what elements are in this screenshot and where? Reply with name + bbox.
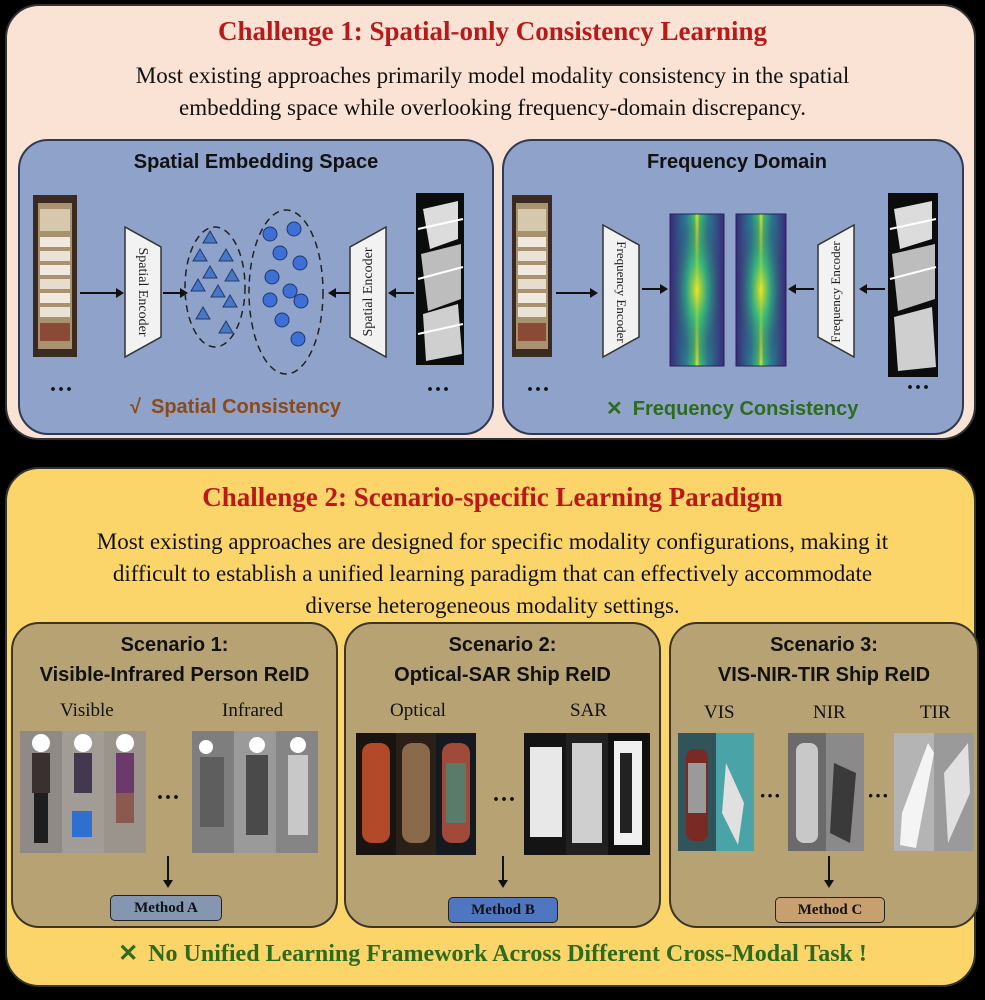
scenario-1-label-visible: Visible (60, 700, 114, 721)
scenario-3-label-nir: NIR (813, 702, 846, 723)
scenario-1-label-infrared: Infrared (222, 700, 284, 721)
spatial-left-ellipsis: ··· (49, 377, 73, 403)
frequency-panel-title: Frequency Domain (646, 151, 828, 173)
scenario-2-label-sar: SAR (570, 700, 607, 721)
frequency-left-ellipsis: ··· (526, 377, 550, 403)
challenge1-description-line1: Most existing approaches primarily model… (135, 63, 850, 88)
scenario-3-title-line2: VIS-NIR-TIR Ship ReID (717, 664, 931, 686)
frequency-spectrum-sar (735, 213, 787, 367)
spatial-embedding-panel (18, 139, 494, 435)
scenario-1-title: Scenario 1: Visible-Infrared Person ReID (11, 630, 338, 690)
method-a-box: Method A (110, 895, 222, 921)
scenario-2-label-optical: Optical (390, 700, 446, 721)
spatial-consistency-result: √ Spatial Consistency (130, 396, 341, 419)
scenario-1-title-line1: Scenario 1: (120, 634, 229, 656)
scenario-1-title-line2: Visible-Infrared Person ReID (39, 664, 310, 686)
spatial-right-ellipsis: ··· (426, 377, 450, 403)
optical-ship-image-2 (512, 195, 552, 357)
scenario-2-ellipsis: ··· (492, 787, 516, 813)
challenge2-description-line1: Most existing approaches are designed fo… (96, 529, 889, 554)
visible-person-images (20, 731, 146, 853)
infrared-person-images (192, 731, 318, 853)
spatial-diagram: ··· Spatial Encoder Spatial Encoder (33, 193, 464, 403)
scenario-2-images: ··· (356, 733, 650, 855)
optical-ship-image (33, 195, 77, 357)
scenario-1-arrow (163, 856, 173, 888)
spatial-encoder-left (124, 225, 162, 359)
scenario-1-images: ··· (20, 731, 318, 853)
frequency-encoder-right (817, 223, 855, 359)
footer-cross-icon: ✕ (118, 941, 139, 967)
circle-cluster (248, 209, 324, 375)
spatial-encoder-right-label: Spatial Encoder (361, 247, 376, 336)
challenge2-footer: ✕ No Unified Learning Framework Across Di… (0, 939, 985, 968)
scenario-3-title: Scenario 3: VIS-NIR-TIR Ship ReID (669, 630, 979, 690)
scenario-3-images: ··· ··· (678, 733, 974, 851)
sar-ship-thumbnails (524, 733, 650, 855)
tir-ship-images (894, 733, 974, 851)
frequency-encoder-right-label: Frequency Encoder (828, 241, 843, 343)
scenario-2-title-line2: Optical-SAR Ship ReID (394, 664, 611, 686)
frequency-domain-panel (502, 139, 964, 435)
sar-ship-image-2 (888, 193, 938, 377)
frequency-consistency-label: Frequency Consistency (632, 398, 859, 420)
spatial-encoder-right (349, 225, 387, 359)
cross-icon: ✕ (606, 398, 623, 420)
spatial-encoder-left-label: Spatial Encoder (135, 247, 150, 336)
challenge2-description-line3: diverse heterogeneous modality settings. (305, 593, 680, 618)
scenario-3-arrow (824, 856, 834, 888)
method-c-box: Method C (775, 897, 885, 923)
challenge2-title: Challenge 2: Scenario-specific Learning … (202, 482, 783, 512)
scenario-2-arrow (498, 856, 508, 888)
scenario-2-title-line1: Scenario 2: (448, 634, 557, 656)
scenario-3-ellipsis-1: ··· (759, 783, 781, 808)
optical-ship-thumbnails (356, 733, 476, 855)
scenario-3-title-line1: Scenario 3: (770, 634, 878, 656)
scenario-3-ellipsis-2: ··· (867, 783, 889, 808)
check-icon: √ (130, 396, 141, 418)
vis-ship-images (678, 733, 754, 851)
scenario-3-label-tir: TIR (920, 702, 951, 723)
nir-ship-images (788, 733, 864, 851)
spatial-panel-title: Spatial Embedding Space (133, 151, 379, 173)
scenario-3-label-vis: VIS (704, 702, 735, 723)
scenario-2-title: Scenario 2: Optical-SAR Ship ReID (344, 630, 661, 690)
scenario-1-ellipsis: ··· (156, 785, 180, 811)
challenge2-description-line2: difficult to establish a unified learnin… (112, 561, 873, 586)
frequency-diagram: ··· Frequency Encoder Frequency (512, 193, 938, 403)
frequency-encoder-left (602, 223, 640, 359)
frequency-spectrum-optical (669, 213, 725, 367)
frequency-encoder-left-label: Frequency Encoder (614, 241, 629, 343)
method-b-box: Method B (448, 897, 558, 923)
challenge1-description-line2: embedding space while overlooking freque… (179, 95, 806, 120)
triangle-cluster (184, 226, 246, 348)
frequency-consistency-result: ✕ Frequency Consistency (606, 396, 858, 421)
challenge1-title: Challenge 1: Spatial-only Consistency Le… (217, 16, 768, 46)
sar-ship-image (416, 193, 464, 365)
frequency-right-ellipsis: ··· (906, 375, 930, 401)
footer-text: No Unified Learning Framework Across Dif… (148, 941, 867, 967)
spatial-consistency-label: Spatial Consistency (150, 396, 342, 418)
